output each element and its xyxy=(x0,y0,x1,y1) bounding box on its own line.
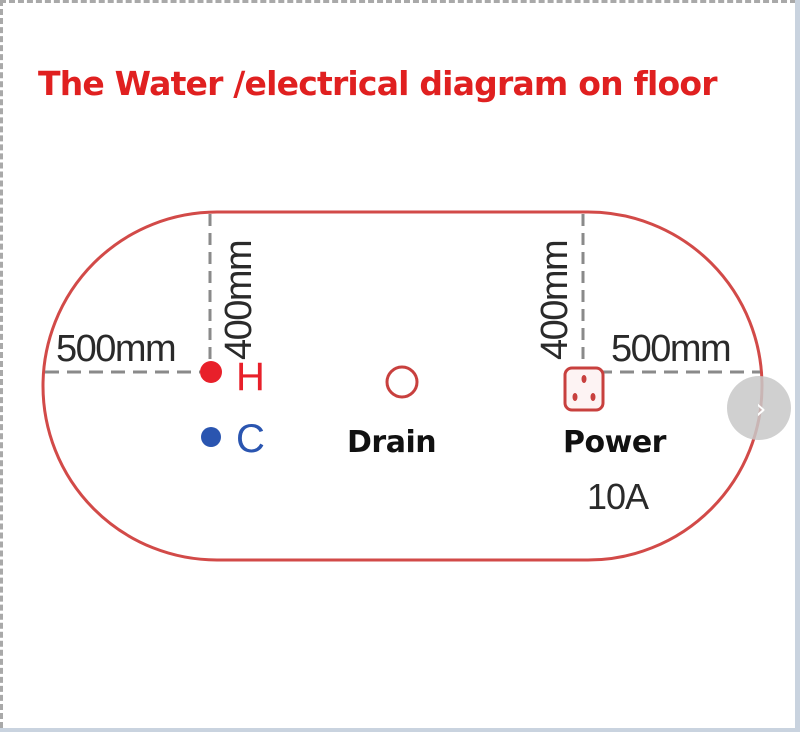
window-edge-bottom xyxy=(0,728,800,732)
right-horizontal-dimension-label: 500mm xyxy=(611,328,732,370)
right-vertical-dimension-label: 400mm xyxy=(534,240,576,360)
hot-water-label: H xyxy=(236,355,265,399)
chevron-right-icon: › xyxy=(755,391,767,425)
diagram-title: The Water /electrical diagram on floor xyxy=(38,64,718,103)
cold-water-label: C xyxy=(236,417,265,461)
blue-dot-icon xyxy=(201,427,221,447)
window-edge-right xyxy=(795,0,800,732)
floor-outline xyxy=(41,210,764,562)
drain-label: Drain xyxy=(347,425,437,460)
left-horizontal-dimension-label: 500mm xyxy=(56,328,177,370)
socket-icon xyxy=(563,366,605,412)
power-rating-label: 10A xyxy=(587,476,649,517)
next-image-button[interactable]: › xyxy=(727,376,791,440)
left-vertical-dimension-label: 400mm xyxy=(218,240,260,360)
power-label: Power xyxy=(563,425,666,460)
circle-outline-icon xyxy=(385,365,419,399)
red-dot-icon xyxy=(200,361,222,383)
